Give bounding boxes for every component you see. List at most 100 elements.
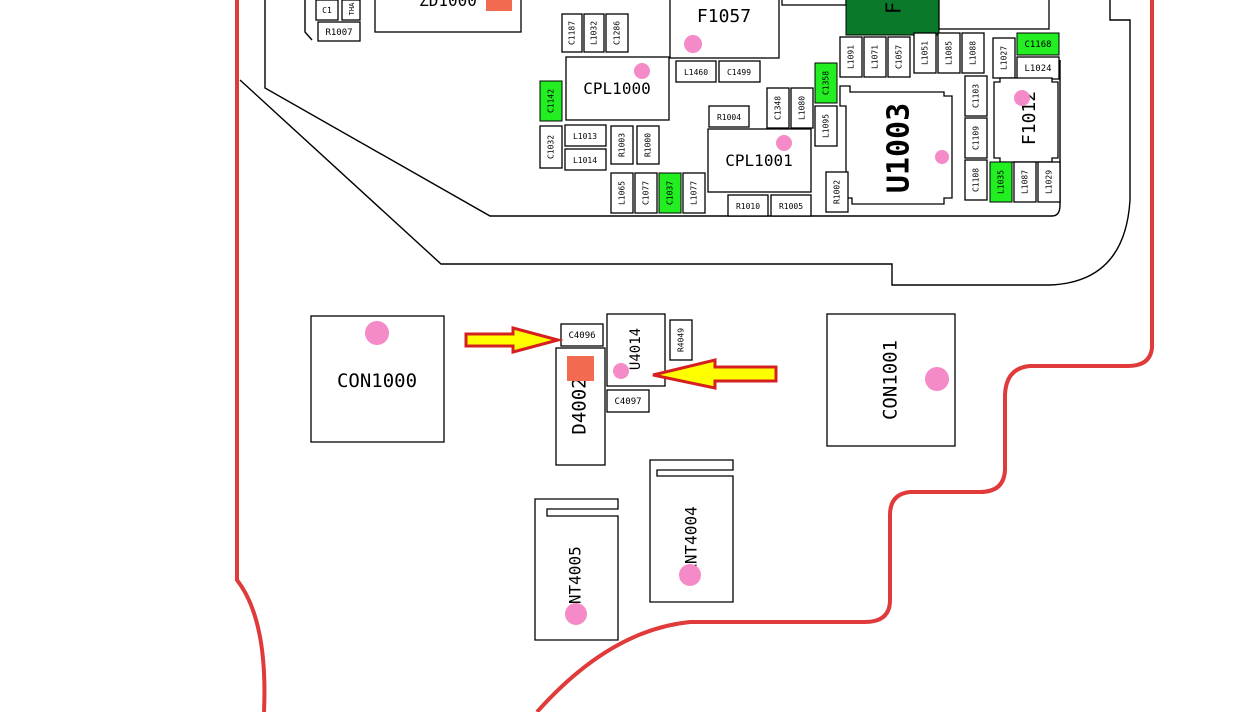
- label-r1000: R1000: [644, 133, 653, 157]
- part-cpl1000: [565, 56, 670, 121]
- label-r1004: R1004: [717, 113, 741, 122]
- cpl1000-pin1-marker: [634, 63, 650, 79]
- shield-outline-inner: [264, 0, 1061, 217]
- label-l1077: L1077: [690, 181, 699, 205]
- part-l1014: [564, 148, 607, 171]
- label-l1085: L1085: [945, 41, 954, 65]
- label-c1108: C1108: [972, 168, 981, 192]
- label-l1095: L1095: [822, 114, 831, 138]
- part-c1057: [887, 36, 911, 78]
- part-c4097: [606, 389, 650, 413]
- part-top-right-block: [938, 0, 1050, 30]
- label-d4002: D4002: [569, 377, 591, 434]
- part-cpl1001: [707, 128, 812, 193]
- label-con1000: CON1000: [337, 370, 417, 392]
- label-r1002: R1002: [833, 180, 842, 204]
- part-l1080: [790, 87, 814, 129]
- label-l1071: L1071: [871, 45, 880, 69]
- part-c4096: [560, 323, 604, 347]
- board-edge-right: [535, 0, 1154, 712]
- label-l1087: L1087: [1021, 170, 1030, 194]
- label-u1003: U1003: [882, 103, 917, 193]
- label-c4097: C4097: [614, 397, 641, 407]
- label-c1032: C1032: [547, 135, 556, 159]
- part-c1168: [1016, 32, 1060, 56]
- label-c1103: C1103: [972, 84, 981, 108]
- part-c1187: [561, 13, 583, 53]
- part-l1035: [989, 161, 1013, 203]
- f1012-pin1-marker: [1014, 90, 1030, 106]
- shield-outline-outer: [239, 0, 1131, 286]
- label-cpl1001: CPL1001: [725, 151, 792, 170]
- part-r1004: [708, 105, 750, 128]
- part-c1142: [539, 80, 563, 122]
- label-l1088: L1088: [969, 41, 978, 65]
- part-c1108: [964, 159, 988, 201]
- label-ant4005: ANT4005: [566, 546, 585, 613]
- label-c1348: C1348: [774, 96, 783, 120]
- con1001-pin1-marker: [925, 367, 949, 391]
- label-ant4004: ANT4004: [682, 506, 701, 573]
- label-l1027: L1027: [1000, 46, 1009, 70]
- label-c1: C1: [322, 6, 332, 15]
- label-c1142: C1142: [547, 89, 556, 113]
- zd1000-pad: [486, 0, 512, 11]
- part-l1087: [1013, 161, 1037, 203]
- label-r1007: R1007: [325, 28, 352, 38]
- label-c4096: C4096: [568, 331, 595, 341]
- d4002-pad: [567, 356, 594, 381]
- con1000-pin1-marker: [365, 321, 389, 345]
- label-c1187: C1187: [568, 21, 577, 45]
- label-c1499: C1499: [727, 68, 751, 77]
- part-r4049: [669, 319, 693, 361]
- ant4004-pin1-marker: [679, 564, 701, 586]
- shield-outline-small: [304, 0, 313, 41]
- part-l1029: [1037, 161, 1061, 203]
- label-l1065: L1065: [618, 181, 627, 205]
- part-r1007: [317, 21, 361, 42]
- label-l1014: L1014: [573, 156, 597, 165]
- part-f1012: [993, 77, 1059, 163]
- part-r1010: [727, 194, 769, 217]
- label-r4049: R4049: [677, 328, 686, 352]
- board-edge-left: [235, 0, 267, 712]
- label-l1091: L1091: [847, 45, 856, 69]
- f1057-pin1-marker: [684, 35, 702, 53]
- label-con1001: CON1001: [880, 340, 902, 420]
- ant4005-pin1-marker: [565, 603, 587, 625]
- label-l1032: L1032: [590, 21, 599, 45]
- part-ant4004: [649, 459, 734, 603]
- label-r1003: R1003: [618, 133, 627, 157]
- label-c1168: C1168: [1024, 40, 1051, 50]
- label-l1080: L1080: [798, 96, 807, 120]
- part-c1032: [539, 125, 563, 169]
- label-f1057: F1057: [697, 6, 751, 27]
- part-l1091: [839, 36, 863, 78]
- part-l1088: [961, 32, 985, 74]
- label-l1035: L1035: [997, 170, 1006, 194]
- part-tha: [341, 0, 361, 21]
- part-c1109: [964, 117, 988, 159]
- label-zd1000: ZD1000: [419, 0, 477, 10]
- label-c1037: C1037: [666, 181, 675, 205]
- label-l1024: L1024: [1024, 64, 1051, 74]
- arrow-right-to-c4096: [464, 326, 564, 354]
- part-f-dark: [845, 0, 940, 36]
- cpl1001-pin1-marker: [776, 135, 792, 151]
- label-tha: THA: [348, 2, 356, 15]
- part-r1000: [636, 125, 660, 165]
- part-c1103: [964, 75, 988, 117]
- part-l1071: [863, 36, 887, 78]
- label-c1109: C1109: [972, 126, 981, 150]
- part-l1085: [937, 32, 961, 74]
- part-r1002: [825, 171, 849, 213]
- part-l1077: [682, 172, 706, 214]
- part-c1358: [814, 62, 838, 104]
- label-c1077: C1077: [642, 181, 651, 205]
- label-r1010: R1010: [736, 202, 760, 211]
- label-c1057: C1057: [895, 45, 904, 69]
- part-l1032: [583, 13, 605, 53]
- part-c1: [315, 0, 339, 21]
